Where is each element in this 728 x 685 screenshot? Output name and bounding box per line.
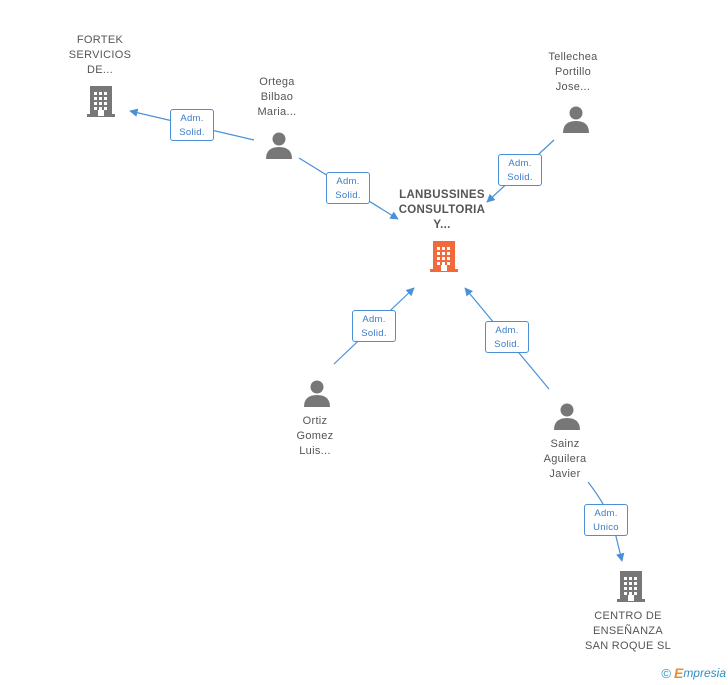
edge-label-tellechea-main[interactable]: Adm. Solid. — [498, 154, 542, 186]
footer-brand: © E mpresia — [661, 665, 726, 681]
node-label-fortek[interactable]: FORTEK SERVICIOS DE... — [68, 34, 132, 76]
node-tellechea-person-icon[interactable] — [561, 104, 591, 139]
node-centro-building-icon[interactable] — [614, 569, 648, 608]
node-label-sainz[interactable]: Sainz Aguilera Javier — [543, 438, 587, 480]
copyright-symbol: © — [661, 665, 671, 681]
node-ortiz-person-icon[interactable] — [302, 378, 332, 413]
node-label-centro[interactable]: CENTRO DE ENSEÑANZA SAN ROQUE SL — [584, 610, 672, 652]
node-fortek-building-icon[interactable] — [84, 84, 118, 123]
node-label-tellechea[interactable]: Tellechea Portillo Jose... — [548, 51, 598, 93]
edge-label-sainz-main[interactable]: Adm. Solid. — [485, 321, 529, 353]
node-label-ortega[interactable]: Ortega Bilbao Maria... — [257, 76, 297, 118]
edge-label-ortega-main[interactable]: Adm. Solid. — [326, 172, 370, 204]
node-label-ortiz[interactable]: Ortiz Gomez Luis... — [296, 415, 334, 457]
edge-label-ortega-fortek[interactable]: Adm. Solid. — [170, 109, 214, 141]
node-sainz-person-icon[interactable] — [552, 401, 582, 436]
node-main-building-icon[interactable] — [427, 239, 461, 278]
edge-label-sainz-centro[interactable]: Adm. Unico — [584, 504, 628, 536]
node-label-main-company[interactable]: LANBUSSINES CONSULTORIA Y... — [398, 189, 486, 231]
node-ortega-person-icon[interactable] — [264, 130, 294, 165]
brand-logo-letter: E — [673, 665, 684, 681]
edge-label-ortiz-main[interactable]: Adm. Solid. — [352, 310, 396, 342]
brand-name: mpresia — [683, 666, 726, 680]
